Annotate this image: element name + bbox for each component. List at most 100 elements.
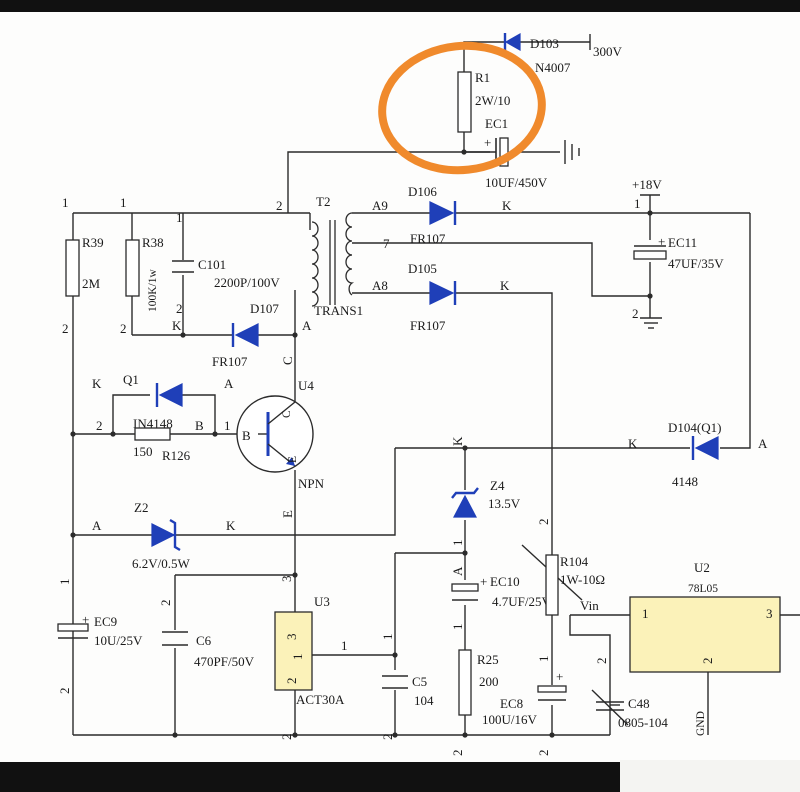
c5-value: 104 <box>414 693 434 708</box>
u2-vin: Vin <box>580 598 599 613</box>
u4-ref: U4 <box>298 378 314 393</box>
z4-a: A <box>450 566 465 576</box>
transformer-t2 <box>311 212 355 307</box>
transistor-u4 <box>236 395 314 473</box>
q1-pin2: 2 <box>96 418 103 433</box>
rail-18v-label: +18V <box>632 177 662 192</box>
u2-pin3: 3 <box>766 606 773 621</box>
ec10-ref: EC10 <box>490 574 520 589</box>
u3-part: ACT30A <box>296 692 345 707</box>
ec8-ref: EC8 <box>500 696 523 711</box>
bottom-edge-bar <box>0 762 620 792</box>
diode-d107 <box>231 323 259 347</box>
r104-value: 1W-10Ω <box>560 572 605 587</box>
r39-pin1: 1 <box>62 195 69 210</box>
d105-k: K <box>500 278 510 293</box>
u3-pin2: 2 <box>284 678 299 685</box>
capacitor-ec11 <box>633 245 667 260</box>
u3-pin3: 3 <box>284 634 299 641</box>
z2-ref: Z2 <box>134 500 148 515</box>
resistor-r1 <box>457 71 472 133</box>
u3-pin1: 1 <box>290 654 305 661</box>
ec10-plus: + <box>480 574 487 589</box>
resistor-r25 <box>458 649 472 716</box>
c101-pin2: 2 <box>176 301 183 316</box>
d106-k: K <box>502 198 512 213</box>
capacitor-ec8 <box>537 685 567 701</box>
u3-ext3: 3 <box>279 576 294 583</box>
top-edge-bar <box>0 0 800 12</box>
d103-voltage: 300V <box>593 44 623 59</box>
diode-d104 <box>691 436 719 460</box>
d104-part: 4148 <box>672 474 698 489</box>
c101-pin1: 1 <box>176 210 183 225</box>
u2-gnd: GND <box>695 711 707 736</box>
chip-u3 <box>274 611 313 691</box>
capacitor-ec9 <box>57 623 89 639</box>
z4-ref: Z4 <box>490 478 505 493</box>
resistor-r38 <box>125 239 140 297</box>
c101-value: 2200P/100V <box>214 275 280 290</box>
c101-k: K <box>172 318 182 333</box>
c6-value: 470PF/50V <box>194 654 255 669</box>
ec10-value: 4.7UF/25V <box>492 594 551 609</box>
u3-ref: U3 <box>314 594 330 609</box>
u4-c: C <box>280 356 295 365</box>
r25-ref: R25 <box>477 652 499 667</box>
z2-k: K <box>226 518 236 533</box>
c48-value: 0805-104 <box>618 715 668 730</box>
c5-pin2: 2 <box>380 734 395 741</box>
diode-d106 <box>429 201 457 225</box>
d105-part: FR107 <box>410 318 446 333</box>
c5-ref: C5 <box>412 674 427 689</box>
q1-b: B <box>195 418 204 433</box>
q1-ref: Q1 <box>123 372 139 387</box>
d103-part: N4007 <box>535 60 571 75</box>
d104-k: K <box>628 436 638 451</box>
ec9-plus: + <box>82 612 89 627</box>
t2-part: TRANS1 <box>314 303 363 318</box>
capacitor-c6 <box>162 631 188 646</box>
d107-ref: D107 <box>250 301 279 316</box>
wires <box>72 34 800 736</box>
u2-pin1: 1 <box>642 606 649 621</box>
ec8-pin2: 2 <box>536 750 551 757</box>
u4-b: B <box>242 428 251 443</box>
u4-e: E <box>280 510 295 518</box>
r38-pin1: 1 <box>120 195 127 210</box>
ec9-ref: EC9 <box>94 614 117 629</box>
z2-a: A <box>92 518 102 533</box>
r39-pin2: 2 <box>62 321 69 336</box>
r39-ref: R39 <box>82 235 104 250</box>
capacitor-c101 <box>172 260 194 273</box>
q1-a: A <box>224 376 234 391</box>
d104-a: A <box>758 436 768 451</box>
r126-ref: R126 <box>162 448 191 463</box>
r38-pin2: 2 <box>120 321 127 336</box>
diode-d105 <box>429 281 457 305</box>
c6-ref: C6 <box>196 633 212 648</box>
r104-pin2: 2 <box>536 519 551 526</box>
d105-ref: D105 <box>408 261 437 276</box>
diode-d103 <box>503 32 521 52</box>
t2-pin2: 2 <box>276 198 283 213</box>
resistor-r39 <box>65 239 80 297</box>
u3-ext2: 2 <box>279 734 294 741</box>
d104-ref: D104(Q1) <box>668 420 721 435</box>
t2-pin7: 7 <box>383 236 390 251</box>
ec9-pin1: 1 <box>57 579 72 586</box>
ec11-value: 47UF/35V <box>668 256 724 271</box>
z4-pin1: 1 <box>450 540 465 547</box>
r104-pin1: 1 <box>536 656 551 663</box>
u2-part: 78L05 <box>688 583 718 595</box>
t2-pin-a9: A9 <box>372 198 388 213</box>
d106-ref: D106 <box>408 184 437 199</box>
chip-u2 <box>629 596 781 673</box>
q1-pin1: 1 <box>224 418 231 433</box>
c48-pin2: 2 <box>594 658 609 665</box>
highlight-circle <box>378 41 546 175</box>
zener-z4 <box>451 487 479 518</box>
c48-ref: C48 <box>628 696 650 711</box>
d107-part: FR107 <box>212 354 248 369</box>
r1-ref: R1 <box>475 70 490 85</box>
